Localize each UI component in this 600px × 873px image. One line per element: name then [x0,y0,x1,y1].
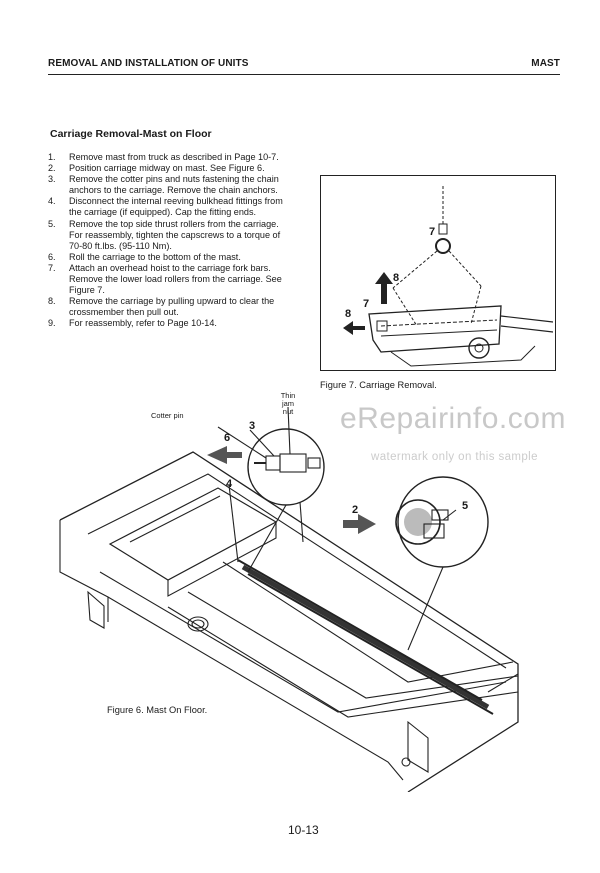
procedure-step: 8. Remove the carriage by pulling upward … [48,296,290,318]
carriage-removal-drawing [343,186,554,367]
procedure-step: 6. Roll the carriage to the bottom of the… [48,252,290,263]
step-text: Remove the cotter pins and nuts fastenin… [69,174,279,196]
step-text: Remove mast from truck as described in P… [69,152,279,162]
watermark-note: watermark only on this sample [371,451,538,463]
mast-outer-rail [59,451,519,793]
step-text: Attach an overhead hoist to the carriage… [69,262,282,296]
step-text: Remove the top side thrust rollers from … [69,218,281,251]
step-number: 3. [48,174,56,185]
step-number: 7. [48,262,56,273]
step-number: 6. [48,251,56,262]
procedure-steps: 1. Remove mast from truck as described in… [48,152,290,330]
watermark-brand: eRepairinfo.com [340,402,566,435]
procedure-step: 4. Disconnect the internal reeving bulkhe… [48,196,290,218]
step-text: Disconnect the internal reeving bulkhead… [69,196,283,218]
arrow-right-icon [343,514,376,534]
label-thin-jam-nut: Thin jam nut [280,391,296,416]
callout-7-top: 7 [429,226,436,238]
callout-3: 3 [249,420,256,432]
step-number: 4. [48,196,56,207]
mast-on-floor-drawing [59,406,519,793]
callout-8-up: 8 [393,272,400,284]
callout-5: 5 [462,500,469,512]
hoist-ring [435,238,451,254]
procedure-step: 7. Attach an overhead hoist to the carria… [48,263,290,296]
figure-7-caption: Figure 7. Carriage Removal. [320,380,437,390]
step-text: Position carriage midway on mast. See Fi… [69,163,265,174]
step-text: For reassembly, refer to Page 10-14. [69,318,217,329]
label-cotter-pin: Cotter pin [151,411,184,420]
header-section-title: REMOVAL AND INSTALLATION OF UNITS [48,58,249,69]
step-number: 1. [48,152,56,162]
step-text: Roll the carriage to the bottom of the m… [69,251,241,262]
procedure-step: 1. Remove mast from truck as described in… [48,152,290,163]
step-text: Remove the carriage by pulling upward to… [69,296,275,318]
callout-6: 6 [224,432,231,444]
procedure-step: 2. Position carriage midway on mast. See … [48,163,290,174]
arrow-left-icon [207,446,242,464]
hoist-hook [438,223,448,235]
figure-6-caption: Figure 6. Mast On Floor. [107,705,208,715]
load-roller [468,337,490,359]
callout-4: 4 [226,478,233,490]
step-number: 5. [48,218,56,229]
callout-7-left: 7 [363,298,370,310]
figure-6-illustration: Cotter pin Thin jam nut 3 6 4 2 5 [48,391,550,793]
callout-8-left: 8 [345,308,352,320]
arrow-up-icon [375,272,393,304]
arrow-left-icon [343,321,365,335]
carriage-body [368,305,502,353]
section-heading: Carriage Removal-Mast on Floor [50,128,212,140]
page-number: 10-13 [288,823,319,837]
step-number: 2. [48,163,56,174]
callout-2: 2 [352,504,359,516]
step-number: 9. [48,318,56,329]
procedure-step: 5. Remove the top side thrust rollers fro… [48,219,290,252]
figure-7-illustration: 7 8 7 8 [320,175,556,371]
procedure-step: 9. For reassembly, refer to Page 10-14. [48,318,290,329]
procedure-step: 3. Remove the cotter pins and nuts fasten… [48,174,290,196]
page-header: REMOVAL AND INSTALLATION OF UNITS MAST [48,56,560,75]
header-chapter-title: MAST [531,58,560,69]
step-number: 8. [48,296,56,307]
